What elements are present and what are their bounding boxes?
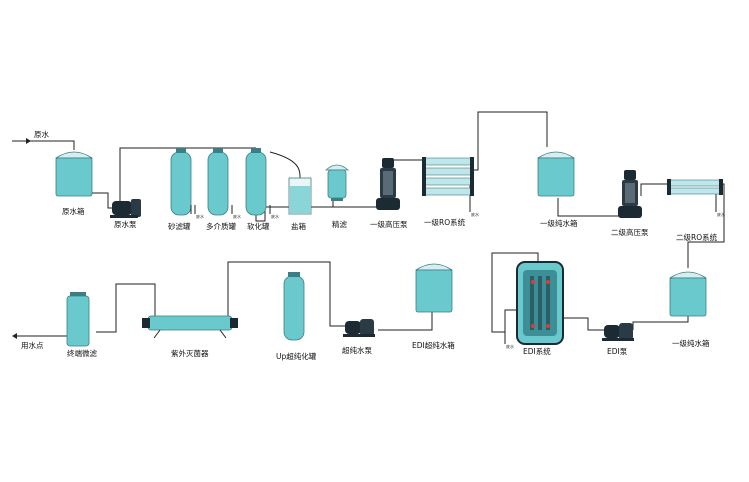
- label-terminal-filter: 终端微滤: [67, 348, 97, 358]
- raw-water-pump-icon: [110, 199, 141, 218]
- terminal-microfilter: [66, 292, 90, 347]
- label-sand-filter: 砂滤罐: [168, 221, 191, 231]
- pipe-ro2-to-tank: [687, 183, 725, 268]
- sand-filter-drain: [190, 205, 196, 214]
- drain-tag-edi: 废水: [506, 343, 514, 349]
- label-hp-pump-1: 一级高压泵: [370, 219, 408, 229]
- uv-sterilizer: [142, 315, 238, 339]
- raw-water-inlet-pipe: [12, 140, 75, 150]
- label-edi-tank: EDI超纯水箱: [412, 340, 455, 350]
- drain-tag-softener: 废水: [271, 213, 279, 219]
- label-raw-pump: 原水泵: [114, 219, 137, 229]
- label-hp-pump-2: 二级高压泵: [611, 227, 649, 237]
- pure-water-tank-1: [536, 151, 576, 197]
- edi-pump-icon: [602, 323, 634, 341]
- salt-tank: [288, 177, 312, 215]
- pipe-ro1-to-tank: [470, 111, 548, 171]
- pipe-edipump-to-edi: [560, 317, 604, 331]
- raw-water-tank: [54, 151, 94, 197]
- label-uv: 紫外灭菌器: [171, 348, 209, 358]
- drain-tag-sand: 废水: [196, 213, 204, 219]
- label-use-point: 用水点: [21, 340, 44, 350]
- pipe-up-to-uv: [224, 261, 292, 323]
- ro-system-2: [667, 179, 723, 195]
- pipe-tank-to-pump: [92, 192, 112, 209]
- pipe-brine: [269, 151, 301, 179]
- label-raw-tank: 原水箱: [62, 206, 85, 216]
- pipe-pump-to-up: [292, 261, 345, 327]
- drain-tag-ro1: 废水: [471, 211, 479, 217]
- ultra-pure-pump-icon: [343, 319, 375, 337]
- hp-pump-2-icon: [618, 170, 642, 218]
- softener-tank: [245, 148, 267, 216]
- precision-filter: [324, 164, 350, 201]
- label-ultra-pump: 超纯水泵: [342, 345, 372, 355]
- outlet-arrow-icon: [12, 333, 17, 339]
- label-edi-pump: EDI泵: [607, 347, 628, 356]
- edi-system: [516, 261, 564, 345]
- label-up-tank: Up超纯化罐: [276, 351, 317, 361]
- pipe-tank-to-hp2: [557, 198, 632, 217]
- drain-tag-media: 废水: [233, 213, 241, 219]
- label-salt-tank: 盐箱: [291, 221, 306, 231]
- pure-water-tank-2: [668, 271, 708, 317]
- sand-filter-tank: [170, 148, 192, 216]
- pipe-hp2-to-ro2: [640, 183, 668, 196]
- label-precision-filter: 精滤: [332, 219, 347, 229]
- label-ro-1: 一级RO系统: [424, 217, 466, 227]
- label-pure-tank-1: 一级纯水箱: [540, 218, 578, 228]
- label-raw-water-in: 原水: [34, 129, 49, 139]
- edi-ultrapure-tank: [414, 263, 454, 313]
- hp-pump-1-icon: [376, 158, 400, 210]
- multi-media-tank: [207, 148, 229, 216]
- label-ro-2: 二级RO系统: [676, 232, 718, 242]
- inlet-arrow-icon: [26, 138, 31, 144]
- drain-tag-ro2: 废水: [717, 211, 725, 217]
- pipe-edi-to-edi-tank-riser: [491, 252, 539, 333]
- label-softener: 软化罐: [247, 221, 270, 231]
- up-polishing-tank: [283, 272, 305, 341]
- label-pure-tank-1b: 一级纯水箱: [672, 338, 710, 348]
- label-multi-media: 多介质罐: [206, 221, 236, 231]
- ro-system-1: [422, 157, 474, 196]
- pipe-edi-tank-to-pump: [378, 310, 433, 331]
- pipe-uv-to-terminal: [96, 283, 156, 333]
- label-edi-system: EDI系统: [523, 346, 551, 356]
